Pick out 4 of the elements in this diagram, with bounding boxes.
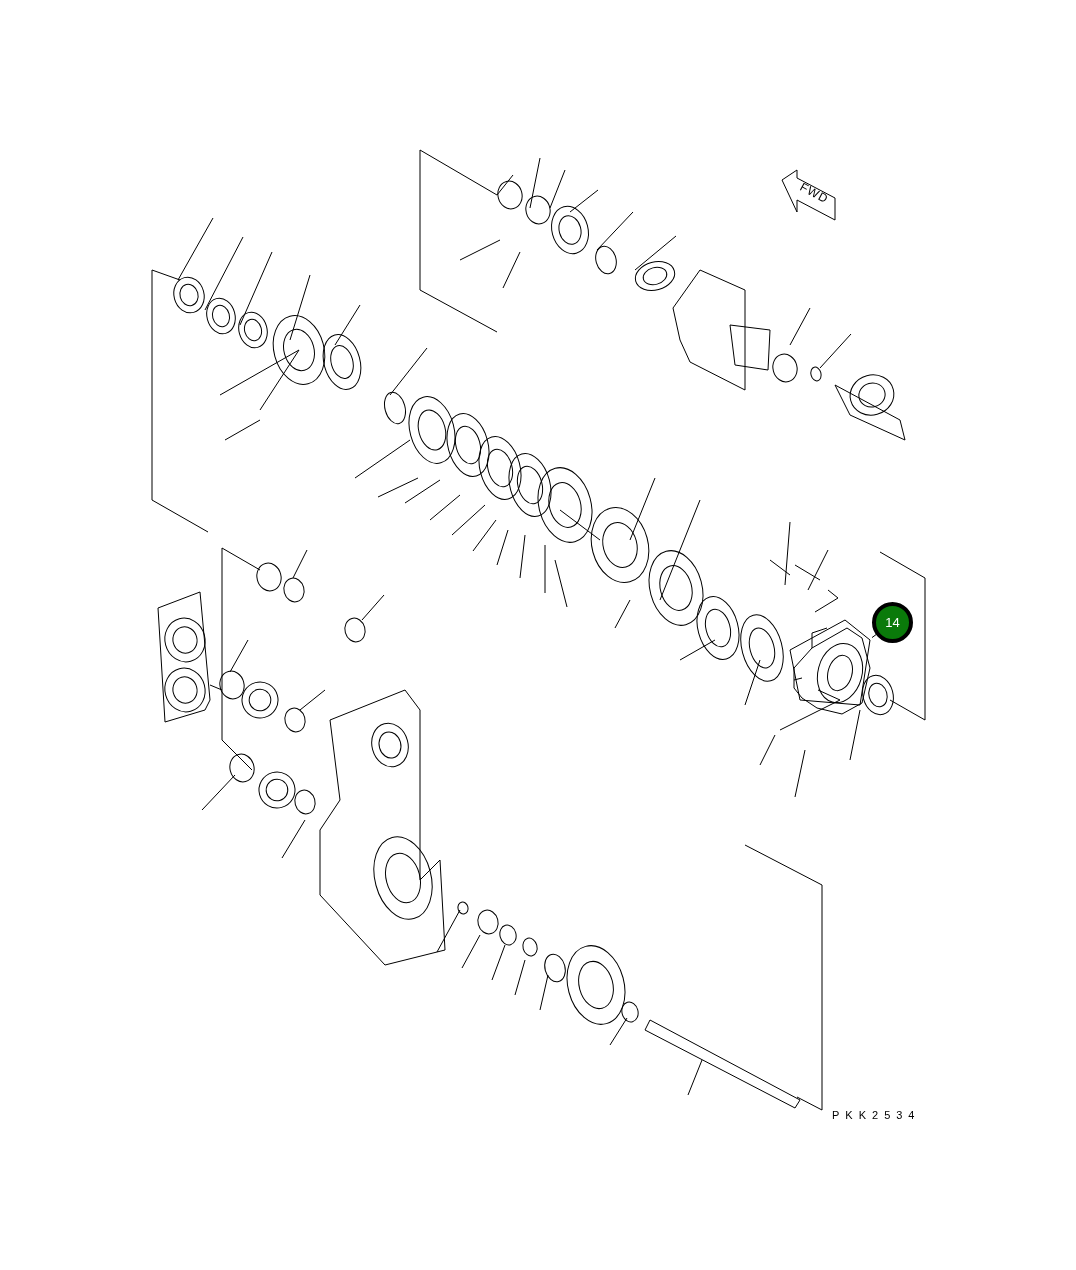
callout-number: 14: [872, 602, 913, 643]
direction-label: FWD: [797, 179, 831, 207]
drawing-number: PKK2534: [832, 1109, 921, 1121]
leader-line: [871, 634, 877, 639]
